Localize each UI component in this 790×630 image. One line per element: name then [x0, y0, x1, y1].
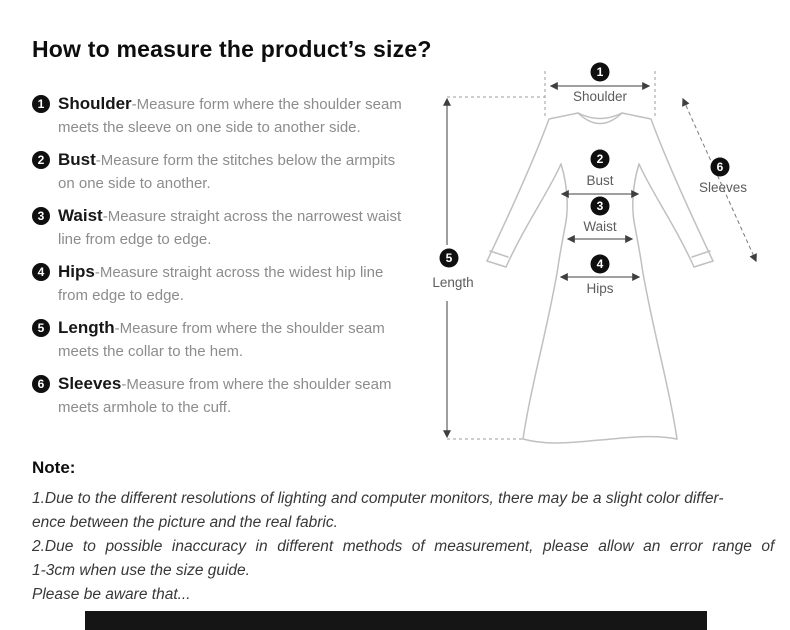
step-number-badge: 1	[32, 95, 50, 113]
marker-badge-4	[590, 254, 610, 274]
term-label: Hips	[58, 262, 95, 281]
marker-number: 3	[597, 199, 604, 213]
term-description: -Measure from where the shoulder seam me…	[58, 320, 385, 360]
instruction-item-shoulder: 1 Shoulder-Measure form where the shoulde…	[32, 92, 412, 139]
note-heading: Note:	[32, 458, 76, 477]
step-number-badge: 3	[32, 207, 50, 225]
note-line: 2.Due to possible inaccuracy in differen…	[32, 538, 775, 555]
shoulder-measure: 1 Shoulder	[544, 62, 656, 117]
instruction-item-sleeves: 6 Sleeves-Measure from where the shoulder…	[32, 372, 412, 419]
note-line: 1.Due to the different resolutions of li…	[32, 490, 724, 507]
marker-number: 4	[597, 257, 604, 271]
term-label: Length	[58, 318, 115, 337]
step-number-badge: 4	[32, 263, 50, 281]
marker-badge-3	[590, 196, 610, 216]
page-title: How to measure the product’s size?	[32, 36, 432, 62]
step-number-badge: 6	[32, 375, 50, 393]
step-number-badge: 5	[32, 319, 50, 337]
marker-number: 1	[597, 65, 604, 79]
length-label: Length	[432, 275, 473, 290]
marker-badge-2	[590, 149, 610, 169]
marker-number: 5	[446, 251, 453, 265]
term-label: Sleeves	[58, 374, 122, 393]
note-line: 1-3cm when use the size guide.	[32, 562, 250, 579]
term-label: Waist	[58, 206, 103, 225]
hips-label: Hips	[586, 281, 613, 296]
bust-label: Bust	[586, 173, 613, 188]
instruction-item-length: 5 Length-Measure from where the shoulder …	[32, 316, 412, 363]
instruction-list: 1 Shoulder-Measure form where the shoulde…	[32, 92, 412, 428]
measurement-diagram: 1 Shoulder 2 Bust 3 Waist 4 Hips	[432, 62, 757, 444]
term-label: Shoulder	[58, 94, 132, 113]
waist-label: Waist	[583, 219, 616, 234]
note-line: Please be aware that...	[32, 586, 191, 603]
instruction-item-hips: 4 Hips-Measure straight across the widest…	[32, 260, 412, 307]
shoulder-label: Shoulder	[573, 89, 628, 104]
length-measure: 5 Length	[432, 96, 545, 440]
term-description: -Measure straight across the narrowest w…	[58, 208, 402, 248]
term-description: -Measure form the stitches below the arm…	[58, 152, 396, 192]
step-number-badge: 2	[32, 151, 50, 169]
marker-badge-5	[439, 248, 459, 268]
waist-measure: 3 Waist	[566, 196, 634, 243]
instruction-item-bust: 2 Bust-Measure form the stitches below th…	[32, 148, 412, 195]
bottom-divider-bar	[85, 611, 707, 630]
instruction-item-waist: 3 Waist-Measure straight across the narro…	[32, 204, 412, 251]
marker-badge-1	[590, 62, 610, 82]
term-description: -Measure from where the shoulder seam me…	[58, 376, 392, 416]
term-description: -Measure form where the shoulder seam me…	[58, 96, 402, 136]
note-text: 1.Due to the different resolutions of li…	[32, 487, 775, 607]
term-label: Bust	[58, 150, 96, 169]
bust-measure: 2 Bust	[560, 149, 640, 198]
marker-number: 6	[717, 160, 724, 174]
marker-number: 2	[597, 152, 604, 166]
sleeves-label: Sleeves	[699, 180, 747, 195]
term-description: -Measure straight across the widest hip …	[58, 264, 384, 304]
marker-badge-6	[710, 157, 730, 177]
note-line: ence between the picture and the real fa…	[32, 514, 338, 531]
sleeves-measure: 6 Sleeves	[682, 97, 757, 263]
hips-measure: 4 Hips	[559, 254, 641, 296]
sleeves-arrow	[682, 97, 757, 263]
